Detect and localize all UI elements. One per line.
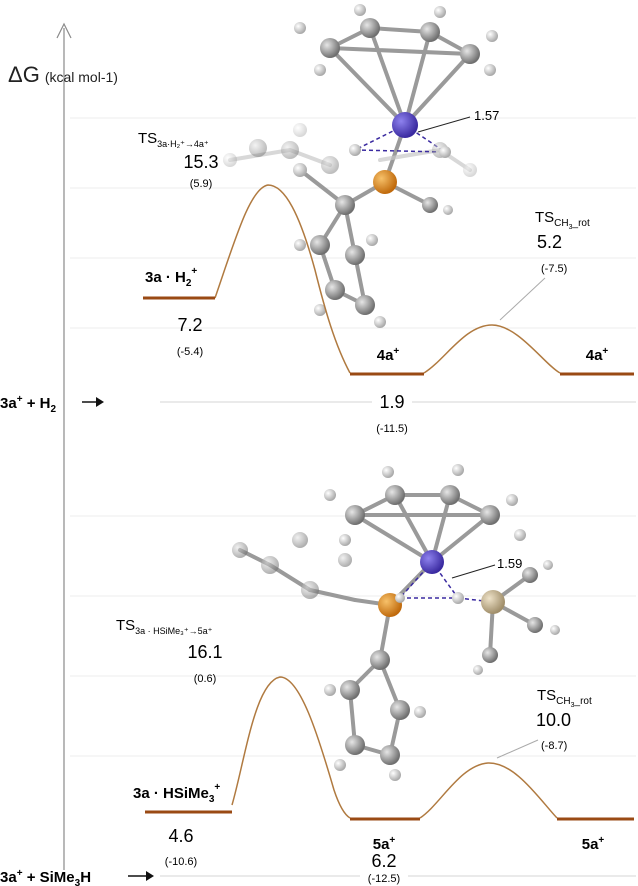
molecule-ts-hsime3 (232, 464, 560, 781)
reference-label-1: 3a+ + H2 (0, 394, 56, 415)
ts1-label-2: TS3a · HSiMe₃⁺→5a⁺ (116, 617, 213, 636)
ts2-value-1: 5.2 (537, 232, 562, 252)
ts1-paren-1: (5.9) (190, 178, 213, 190)
product-label-1b: 4a+ (586, 346, 609, 364)
y-axis (56, 22, 72, 870)
reference-arrow-1 (82, 397, 104, 407)
energy-curve-2b (419, 762, 558, 819)
ts2-label-2: TSCH3_rot (537, 687, 592, 709)
ts2-leader-1 (499, 277, 546, 321)
product-paren-1: (-11.5) (376, 423, 408, 435)
ts2-paren-2: (-8.7) (541, 740, 567, 752)
reactant-complex-label-1: 3a · H2+ (145, 266, 197, 289)
product-label-2b: 5a+ (582, 835, 605, 853)
ts1-label-1: TS3a·H₂⁺→4a⁺ (138, 130, 209, 149)
product-label-1a: 4a+ (377, 346, 400, 364)
axis-label: ΔG(kcal mol-1) (8, 62, 118, 87)
reference-arrow-2 (128, 871, 154, 881)
reference-label-2: 3a+ + SiMe3H (0, 868, 91, 886)
product-value-1: 1.9 (379, 392, 404, 412)
distance-leader-1 (417, 116, 471, 133)
reactant-complex-paren-2: (-10.6) (165, 856, 197, 868)
reactant-complex-value-1: 7.2 (177, 315, 202, 335)
ts2-label-1: TSCH3_rot (535, 209, 590, 231)
ts2-leader-2 (496, 739, 539, 759)
energy-curve-1b (423, 324, 561, 374)
molecule-ts-h2 (223, 4, 498, 328)
distance-leader-2 (451, 564, 496, 579)
product-label-2a: 5a+ (373, 835, 396, 853)
reactant-complex-paren-1: (-5.4) (177, 346, 203, 358)
reactant-complex-value-2: 4.6 (168, 826, 193, 846)
product-value-2: 6.2 (371, 851, 396, 871)
ts2-value-2: 10.0 (536, 710, 571, 730)
product-paren-2: (-12.5) (368, 873, 400, 885)
ts1-paren-2: (0.6) (194, 673, 217, 685)
ts1-value-2: 16.1 (187, 642, 222, 662)
energy-curve-2 (231, 676, 351, 819)
reactant-complex-label-2: 3a · HSiMe3+ (133, 782, 220, 805)
energy-curve-1 (214, 184, 351, 374)
ts2-paren-1: (-7.5) (541, 263, 567, 275)
distance-label-1: 1.57 (474, 108, 499, 123)
ts1-value-1: 15.3 (183, 152, 218, 172)
distance-label-2: 1.59 (497, 556, 522, 571)
